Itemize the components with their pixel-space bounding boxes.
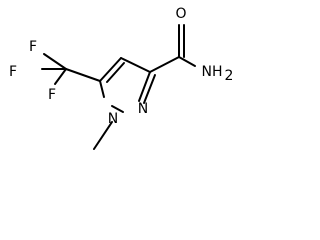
bond-c5-cf3	[65, 68, 101, 82]
bond-cf3-f-bottom	[54, 68, 67, 85]
bond-c3-n2-double	[143, 74, 156, 104]
atom-fluorine-top: F	[29, 39, 37, 55]
bond-c3-carbonyl	[149, 56, 180, 73]
atom-nitrogen-ring: N	[138, 101, 148, 117]
bond-n1-c5	[99, 80, 105, 98]
bond-cf3-f-top	[43, 53, 67, 70]
atom-oxygen: O	[175, 6, 186, 22]
bond-c4-c5-double	[106, 62, 125, 83]
bond-c3-c4	[120, 57, 151, 73]
atom-amide-subscript: 2	[225, 68, 234, 84]
atom-nitrogen-n1: N	[108, 111, 118, 127]
atom-amide-nitrogen: NH	[202, 64, 223, 80]
bond-c3-n2-single	[138, 71, 151, 102]
bond-n1-methyl	[93, 121, 113, 150]
atom-fluorine-bottom: F	[48, 87, 56, 103]
bond-c4-c5-single	[99, 57, 122, 82]
bond-carbonyl-nh2	[178, 56, 196, 67]
chemical-structure: F F F O N N NH 2	[9, 6, 234, 150]
structure-canvas: F F F O N N NH 2	[0, 0, 242, 158]
bond-n2-n1	[111, 105, 124, 113]
atom-fluorine-left: F	[9, 64, 17, 80]
